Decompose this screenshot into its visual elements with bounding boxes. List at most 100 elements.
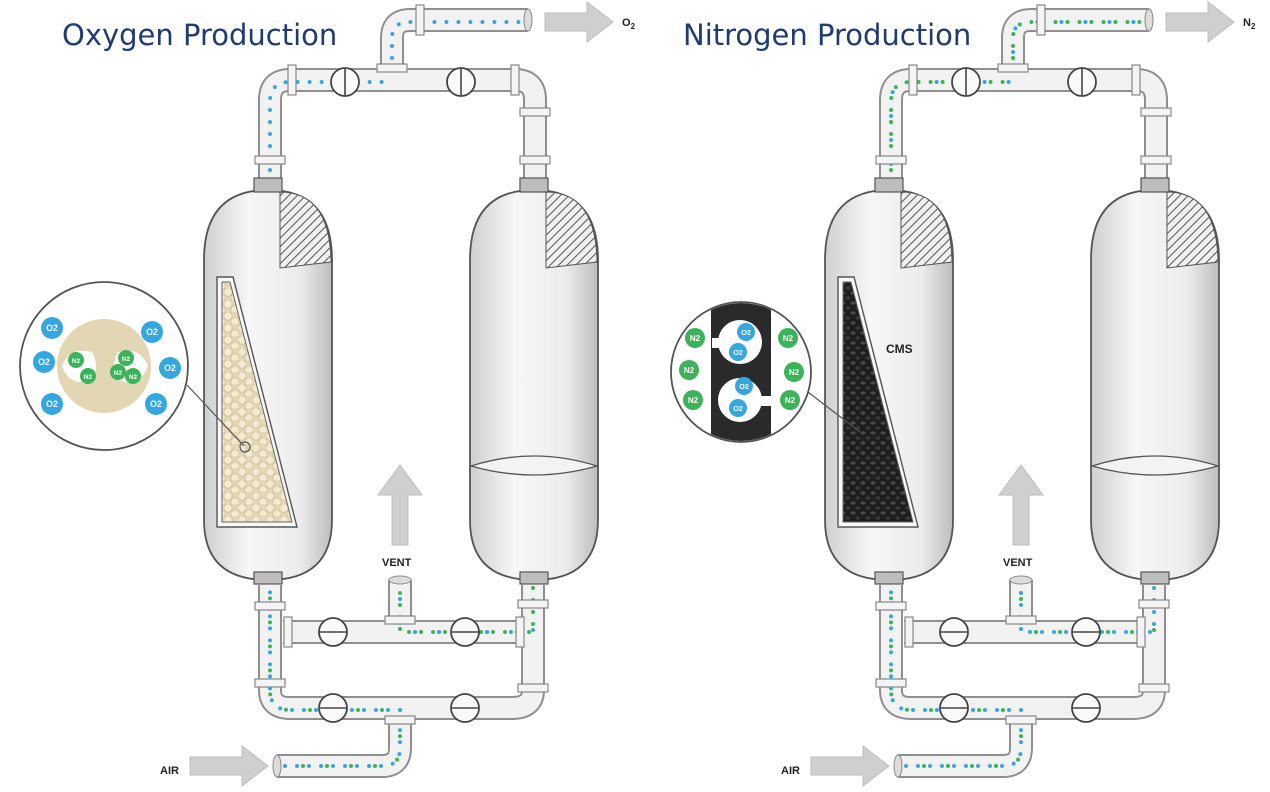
adsorber-vessel xyxy=(1090,189,1220,581)
gas-flow-dots xyxy=(398,582,535,634)
carbon-molecular-sieve xyxy=(711,303,772,441)
pipe-collar xyxy=(908,64,918,96)
molecule-label: O2 xyxy=(38,357,50,367)
molecule-label: N2 xyxy=(789,368,800,377)
nitrogen-molecule-icon xyxy=(685,328,705,348)
nitrogen-molecule-icon xyxy=(778,328,798,348)
pipe-collar xyxy=(519,155,551,165)
pipe xyxy=(881,70,1166,185)
pipe-collar xyxy=(1036,4,1046,36)
zoom-leader-line xyxy=(186,384,245,447)
zeolite-particle xyxy=(57,319,151,413)
pipe-end xyxy=(1144,8,1154,32)
nitrogen-molecule-icon xyxy=(80,368,96,384)
oxygen-molecule-icon xyxy=(159,357,181,379)
zoom-target xyxy=(239,441,251,453)
molecular-sieve-bed xyxy=(842,281,914,523)
pipe-collar xyxy=(519,107,551,117)
pipe-collar xyxy=(1138,683,1170,693)
cms-pore-channel xyxy=(752,396,772,406)
gas-flow-dots xyxy=(904,716,1023,768)
pipe-collar xyxy=(875,601,907,611)
gas-flow-dots xyxy=(283,716,402,768)
pipe-collar xyxy=(254,601,286,611)
pipe xyxy=(1003,10,1149,72)
pipe-collar xyxy=(376,63,408,73)
pipe-collar xyxy=(384,715,416,725)
flow-arrow-icon xyxy=(1165,0,1235,44)
pipe-collar xyxy=(517,683,549,693)
vessel-dome-hatch xyxy=(545,191,598,269)
air-label: AIR xyxy=(781,765,800,777)
vent-arrow-icon xyxy=(377,464,423,546)
pipe-collar xyxy=(283,616,293,648)
pipe-collar xyxy=(384,615,416,625)
pipe xyxy=(382,10,528,72)
molecule-label: O2 xyxy=(46,399,58,409)
pipe xyxy=(898,716,1031,776)
cms-label: CMS xyxy=(886,342,913,356)
oxygen-molecule-icon xyxy=(729,343,747,361)
flow-arrow-icon xyxy=(810,744,890,788)
nitrogen-molecule-icon xyxy=(683,390,703,410)
molecule-label: N2 xyxy=(688,396,699,405)
nitrogen-molecule-icon xyxy=(68,352,84,368)
pipe-collar xyxy=(904,616,914,648)
molecule-label: O2 xyxy=(150,399,162,409)
nitrogen-molecule-icon xyxy=(679,360,699,380)
pipe-collar xyxy=(415,4,425,36)
molecule-label: N2 xyxy=(72,358,81,365)
molecule-label: O2 xyxy=(739,382,749,391)
oxygen-molecule-icon xyxy=(41,317,63,339)
pipe-end xyxy=(388,575,412,585)
output-gas-label: O2 xyxy=(622,17,636,31)
molecule-label: O2 xyxy=(164,363,176,373)
oxygen-molecule-icon xyxy=(737,323,755,341)
pipe-collar xyxy=(1138,599,1170,609)
air-label: AIR xyxy=(160,765,179,777)
gas-flow-dots xyxy=(1019,582,1156,634)
molecule-label: N2 xyxy=(84,374,93,381)
pipe-end xyxy=(1009,575,1033,585)
oxygen-molecule-icon xyxy=(145,393,167,415)
flow-arrow-icon xyxy=(189,744,269,788)
pipe-collar xyxy=(254,678,286,688)
pipe-collar xyxy=(875,678,907,688)
pipe-collar xyxy=(287,64,297,96)
molecule-label: O2 xyxy=(733,404,743,413)
molecule-label: N2 xyxy=(783,334,794,343)
oxygen-molecule-icon xyxy=(33,351,55,373)
pipe xyxy=(260,70,545,185)
cms-pore-channel xyxy=(712,338,730,348)
gas-flow-dots xyxy=(268,80,394,184)
molecule-label: N2 xyxy=(690,334,701,343)
molecule-label: O2 xyxy=(46,323,58,333)
molecular-sieve-bed xyxy=(221,281,293,523)
nitrogen-molecule-icon xyxy=(118,350,134,366)
gas-flow-dots xyxy=(889,80,1015,184)
vessel-neck xyxy=(1140,177,1170,193)
molecule-label: N2 xyxy=(122,356,131,363)
adsorber-vessel xyxy=(469,189,599,581)
molecule-label: O2 xyxy=(741,328,751,337)
molecule-label: N2 xyxy=(684,366,695,375)
gas-flow-dots xyxy=(1011,20,1143,72)
nitrogen-molecule-icon xyxy=(110,364,126,380)
pipe-collar xyxy=(510,64,520,96)
vent-label: VENT xyxy=(1003,557,1033,569)
oxygen-molecule-icon xyxy=(141,321,163,343)
gas-flow-dots xyxy=(390,20,522,72)
vent-label: VENT xyxy=(382,557,412,569)
output-gas-label: N2 xyxy=(1243,17,1256,31)
vessel-neck xyxy=(253,571,283,585)
liquid-level-line xyxy=(468,455,600,476)
pipe-collar xyxy=(1131,64,1141,96)
pipe xyxy=(881,585,1164,718)
gas-flow-dots xyxy=(889,586,1023,712)
oxygen-molecule-icon xyxy=(735,377,753,395)
vessel-dome-hatch xyxy=(900,191,953,269)
vessel-neck xyxy=(1140,571,1170,585)
